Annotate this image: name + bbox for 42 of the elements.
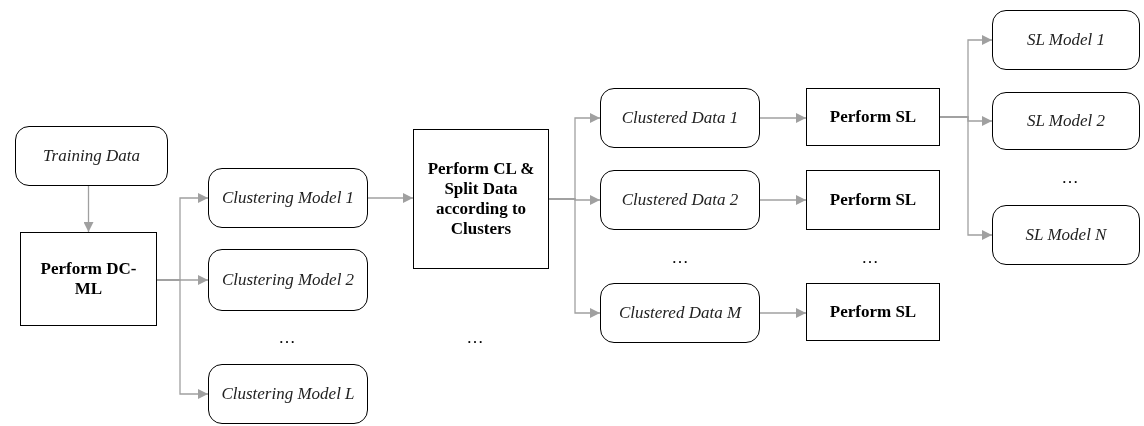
node-text: Perform DC-ML [39, 259, 138, 299]
arrow [759, 195, 807, 205]
ellipsis-text: … [861, 248, 879, 268]
data-box [208, 364, 368, 424]
node-text: Clustered Data M [618, 303, 742, 323]
data-box [600, 88, 760, 148]
arrow [939, 116, 993, 240]
node-text: Perform CL & Split Data according to Clusters [426, 159, 536, 239]
data-box [600, 170, 760, 230]
data-box [992, 205, 1140, 265]
arrow [759, 308, 807, 318]
data-box [992, 10, 1140, 70]
ellipsis-text: … [1061, 168, 1079, 188]
data-box [208, 249, 368, 311]
process-box [20, 232, 157, 326]
node-text: SL Model 1 [1026, 30, 1106, 50]
ellipsis-text: … [278, 328, 296, 348]
arrow [367, 193, 414, 203]
data-box [208, 168, 368, 228]
node-text: Clustered Data 1 [621, 108, 739, 128]
process-box [806, 283, 940, 341]
node-text: Clustered Data 2 [621, 190, 739, 210]
arrow [156, 279, 209, 399]
process-box [806, 88, 940, 146]
data-box [15, 126, 168, 186]
ellipsis-text: … [466, 328, 484, 348]
node-text: Clustering Model 2 [221, 270, 355, 290]
node-text: SL Model N [1025, 225, 1107, 245]
arrow [83, 185, 94, 233]
node-text: Perform SL [829, 302, 917, 322]
data-box [600, 283, 760, 343]
data-box [992, 92, 1140, 150]
arrow [759, 113, 807, 123]
node-text: Clustering Model L [221, 384, 355, 404]
node-text: SL Model 2 [1026, 111, 1106, 131]
process-box [413, 129, 549, 269]
process-box [806, 170, 940, 230]
node-text: Training Data [43, 146, 140, 166]
ellipsis-text: … [671, 248, 689, 268]
node-text: Perform SL [829, 107, 917, 127]
node-text: Perform SL [829, 190, 917, 210]
node-text: Clustering Model 1 [221, 188, 355, 208]
